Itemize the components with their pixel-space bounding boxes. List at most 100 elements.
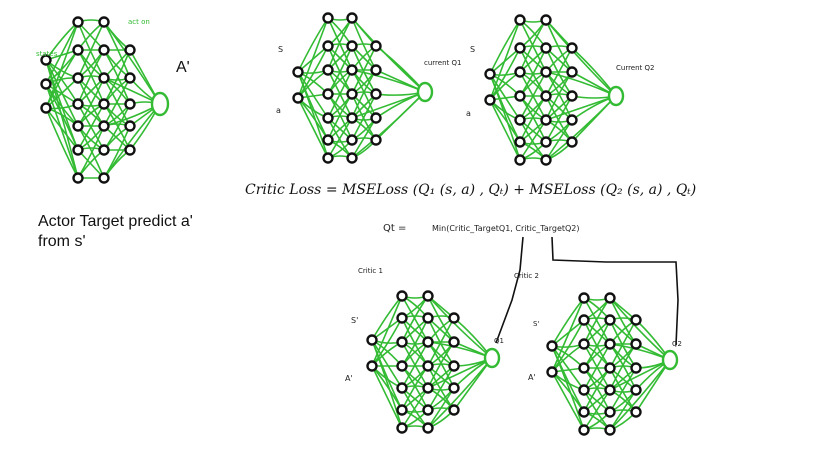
critictarget1-hidden-node — [422, 290, 434, 302]
critictarget1-hidden-node — [448, 336, 460, 348]
critic1-hidden-node — [346, 40, 358, 52]
critic-current-q2-network — [484, 14, 625, 166]
critic2-output-label: Current Q2 — [616, 64, 654, 72]
critic1-hidden-node — [322, 88, 334, 100]
critic-target-2-network — [546, 292, 679, 436]
critic1-hidden-node — [322, 134, 334, 146]
q1-to-min-connector — [495, 236, 524, 344]
critictarget2-output-node — [661, 349, 679, 371]
actor-hidden-node — [72, 172, 84, 184]
critic1-edge — [297, 97, 329, 159]
critic2-edge — [489, 99, 521, 161]
critic2-hidden-node — [540, 14, 552, 26]
actor-hidden-node — [124, 98, 136, 110]
actor-hidden-node — [72, 72, 84, 84]
actor-input-label: states — [36, 50, 58, 58]
critictarget2-hidden-node — [630, 314, 642, 326]
critic2-input-node — [484, 94, 496, 106]
critic2-hidden-node — [514, 14, 526, 26]
critictarget1-hidden-node — [448, 360, 460, 372]
critictarget1-hidden-node — [422, 382, 434, 394]
critictarget1-hidden-node — [448, 382, 460, 394]
critic1-hidden-node — [346, 12, 358, 24]
critic1-hidden-node — [346, 152, 358, 164]
actor-hidden-node — [98, 98, 110, 110]
critic2-input-node — [484, 68, 496, 80]
critictarget1-edge — [427, 357, 493, 429]
critictarget1-edge — [427, 357, 493, 389]
critic1-hidden-node — [346, 88, 358, 100]
critictarget1-output-node — [483, 347, 501, 369]
critictarget1-hidden-node — [448, 404, 460, 416]
critic2-hidden-node — [514, 42, 526, 54]
critic1-input-a: a — [276, 106, 281, 115]
critic1-hidden-node — [370, 64, 382, 76]
actor-edge — [45, 83, 79, 179]
actor-hidden-node — [72, 120, 84, 132]
critictarget2-hidden-node — [630, 384, 642, 396]
actor-hidden-node — [124, 44, 136, 56]
critic2-hidden-node — [514, 136, 526, 148]
critic2-input-s: S — [470, 45, 475, 54]
critic1-hidden-node — [322, 64, 334, 76]
critictarget2-input-node — [546, 340, 558, 352]
critictarget2-hidden-node — [578, 314, 590, 326]
critictarget1-hidden-node — [396, 290, 408, 302]
actor-hidden-node — [72, 98, 84, 110]
critictarget1-hidden-node — [396, 382, 408, 394]
actor-edge — [45, 21, 79, 85]
actor-hidden-node — [98, 120, 110, 132]
critic2-hidden-node — [540, 114, 552, 126]
critictarget1-edge — [371, 295, 403, 367]
critictarget1-hidden-node — [396, 422, 408, 434]
critic2-hidden-node — [540, 66, 552, 78]
critic-target1-output-label: Q1 — [494, 337, 504, 345]
critic2-input-a: a — [466, 109, 471, 118]
critic1-edge — [351, 91, 426, 159]
critic2-hidden-node — [566, 42, 578, 54]
critic1-hidden-node — [370, 88, 382, 100]
critic-current-q1-network — [292, 12, 434, 164]
critictarget2-hidden-node — [604, 338, 616, 350]
critictarget2-hidden-node — [630, 406, 642, 418]
actor-input-node — [40, 78, 52, 90]
critic-target2-title: Critic 2 — [514, 272, 539, 280]
critic2-hidden-node — [566, 136, 578, 148]
critictarget2-hidden-node — [604, 406, 616, 418]
critic2-hidden-node — [566, 90, 578, 102]
critic1-hidden-node — [346, 134, 358, 146]
qt-label: Qt = — [383, 223, 406, 234]
actor-hidden-node — [98, 144, 110, 156]
critictarget1-hidden-node — [396, 336, 408, 348]
actor-hidden-node — [72, 144, 84, 156]
actor-caption-line1: Actor Target predict a' — [38, 213, 193, 230]
critictarget2-hidden-node — [630, 362, 642, 374]
critictarget1-input-node — [366, 360, 378, 372]
critic1-hidden-node — [346, 112, 358, 124]
critic2-hidden-node — [540, 154, 552, 166]
critictarget2-input-node — [546, 366, 558, 378]
critictarget2-hidden-node — [578, 424, 590, 436]
critic2-edge — [545, 95, 617, 161]
critictarget2-hidden-node — [604, 314, 616, 326]
critic1-hidden-node — [322, 40, 334, 52]
qt-expression: Min(Critic_TargetQ1, Critic_TargetQ2) — [432, 224, 580, 233]
critictarget2-hidden-node — [578, 406, 590, 418]
critic-loss-formula: Critic Loss = MSELoss (Q₁ (s, a) , Qₜ) +… — [245, 182, 696, 198]
critictarget2-hidden-node — [604, 384, 616, 396]
critic-target2-input-s: S' — [533, 320, 539, 328]
actor-hidden-node — [98, 44, 110, 56]
critictarget2-hidden-node — [578, 292, 590, 304]
actor-hidden-node — [72, 16, 84, 28]
critictarget2-hidden-node — [604, 362, 616, 374]
critictarget2-hidden-node — [604, 292, 616, 304]
critic2-output-node — [607, 85, 625, 107]
critic-target1-title: Critic 1 — [358, 267, 383, 275]
actor-input-node — [40, 102, 52, 114]
critic2-edge — [489, 73, 521, 161]
critic1-output-label: current Q1 — [424, 59, 461, 67]
critic-target1-input-s: S' — [351, 316, 358, 325]
critic1-hidden-node — [370, 134, 382, 146]
critictarget2-hidden-node — [578, 384, 590, 396]
